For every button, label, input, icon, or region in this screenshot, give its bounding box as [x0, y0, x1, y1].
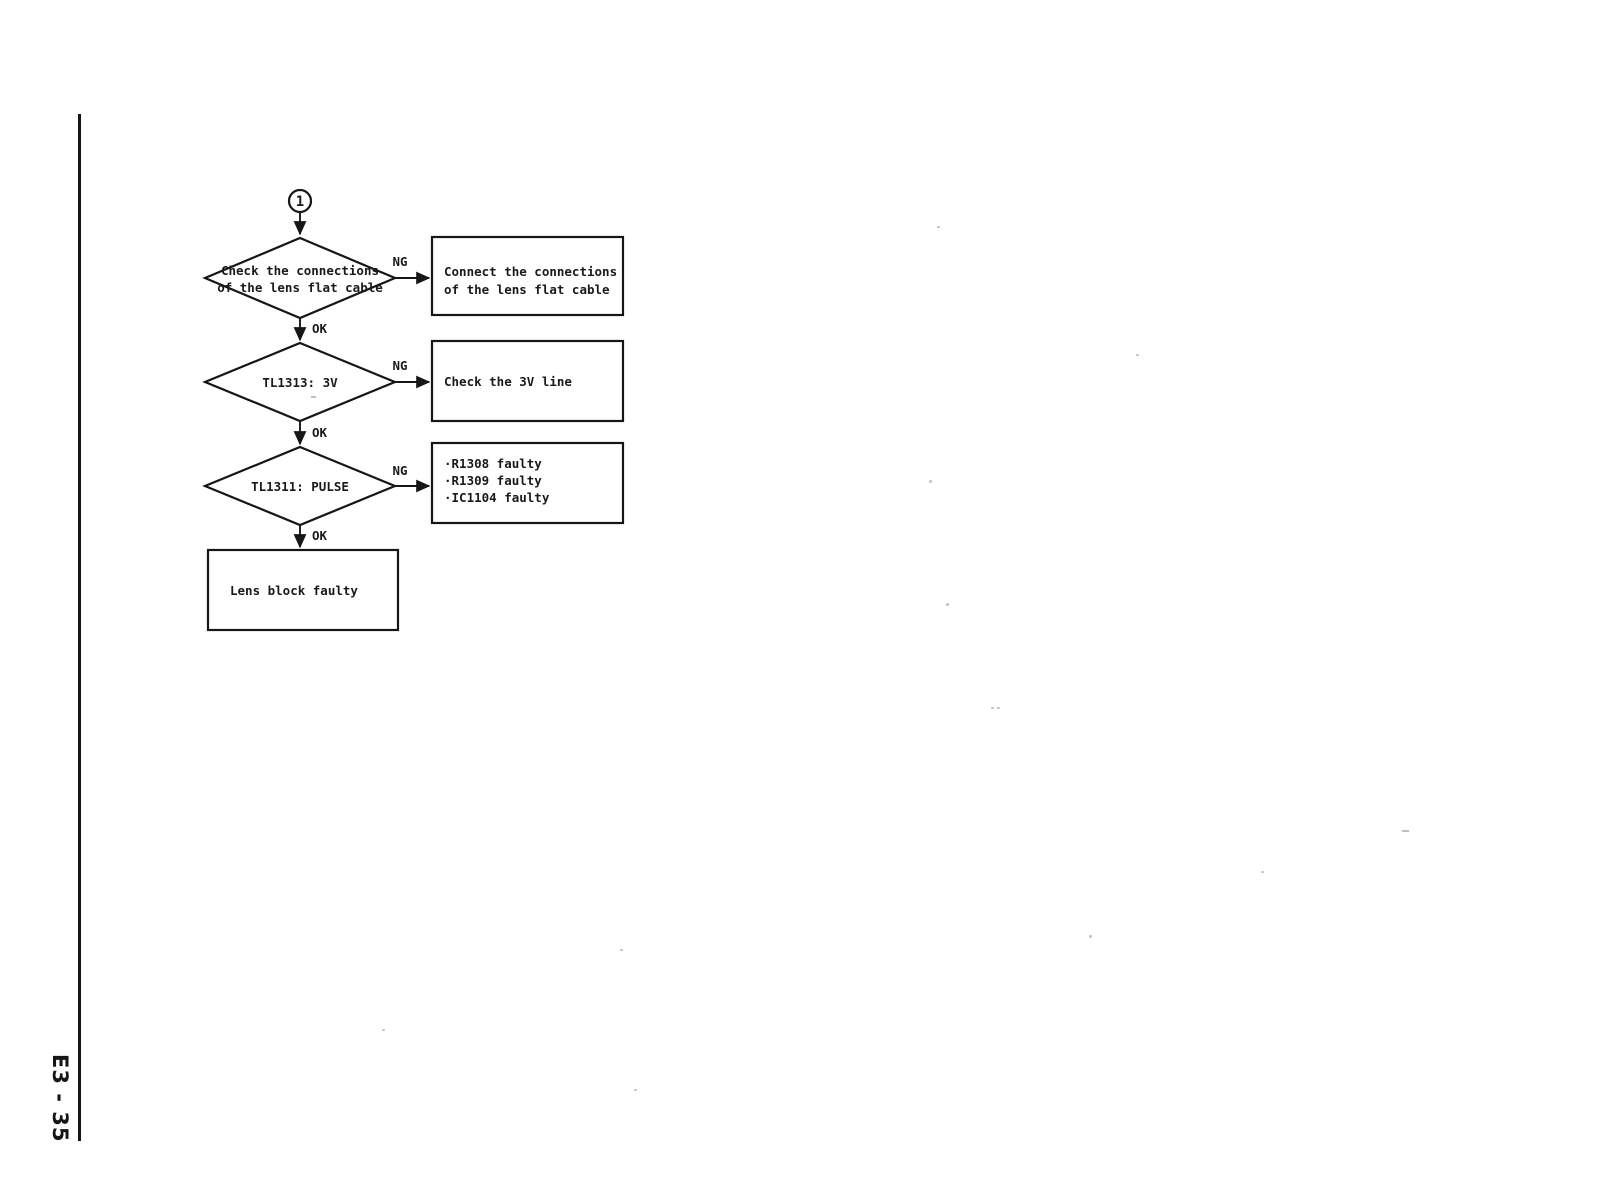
decision3-ok-label: OK	[312, 528, 328, 543]
action3-text-line2: ·R1309 faulty	[444, 473, 542, 488]
margin-rule-line	[78, 114, 81, 1141]
scan-speckle	[1402, 830, 1409, 832]
action2-text-line1: Check the 3V line	[444, 374, 572, 389]
decision3-text-line1: TL1311: PULSE	[251, 479, 349, 494]
decision1-ok-label: OK	[312, 321, 328, 336]
scan-speckle	[937, 226, 940, 228]
decision1-text-line1: Check the connections	[221, 263, 379, 278]
action1-box	[430, 235, 625, 317]
scan-speckle	[929, 480, 932, 483]
scan-speckle	[382, 1029, 385, 1031]
connector-label: 1	[296, 194, 304, 210]
action1-text-line2: of the lens flat cable	[444, 282, 610, 297]
action1-text-line1: Connect the connections	[444, 264, 617, 279]
action3-text-line3: ·IC1104 faulty	[444, 490, 550, 505]
scan-speckle	[1136, 354, 1139, 356]
scan-speckle	[620, 949, 623, 951]
decision2-ok-label: OK	[312, 425, 328, 440]
action3-text-line1: ·R1308 faulty	[444, 456, 542, 471]
decision3-ng-label: NG	[392, 463, 407, 478]
decision2-ng-label: NG	[392, 358, 407, 373]
action2-box	[430, 339, 625, 423]
result-text-line1: Lens block faulty	[230, 583, 358, 598]
scan-speckle	[1089, 935, 1092, 938]
decision1-ng-label: NG	[392, 254, 407, 269]
decision2-text-line1: TL1313: 3V	[262, 375, 338, 390]
scan-speckle	[997, 707, 1000, 709]
decision1-text-line2: of the lens flat cable	[217, 280, 383, 295]
decision1-diamond	[202, 236, 398, 320]
scan-speckle	[634, 1089, 637, 1091]
result-box	[206, 548, 400, 632]
scan-speckle	[1261, 871, 1264, 873]
scan-speckle	[946, 603, 949, 606]
scan-speckle	[311, 396, 316, 398]
scan-speckle	[991, 707, 994, 709]
action3-box	[430, 441, 625, 525]
